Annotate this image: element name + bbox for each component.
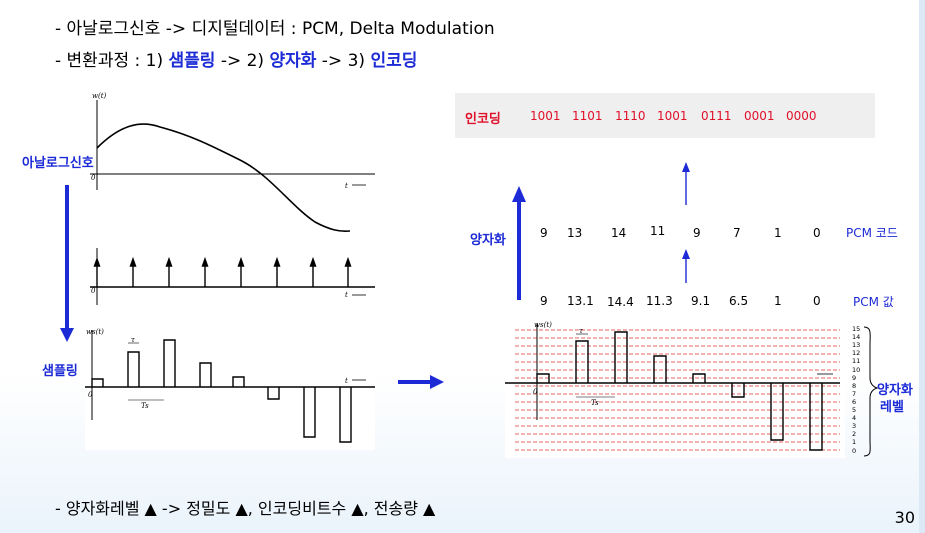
level-tick-label: 15 bbox=[852, 325, 861, 333]
pcm-code: 11 bbox=[650, 224, 666, 238]
pcm-code-label: PCM 코드 bbox=[846, 226, 898, 240]
level-tick-label: 11 bbox=[852, 357, 861, 366]
pcm-value: 9 bbox=[540, 294, 548, 308]
q-tau: τ bbox=[579, 327, 583, 335]
pcm-code: 7 bbox=[733, 226, 741, 240]
encoding-box: 인코딩 1001 1101 1110 1001 0111 0001 0000 bbox=[455, 93, 875, 138]
quant-level-label-2: 레벨 bbox=[880, 400, 904, 415]
analog-signal-label: 아날로그신호 bbox=[22, 156, 94, 171]
quantized-signal-panel bbox=[505, 318, 845, 458]
quant-level-label-1: 양자화 bbox=[877, 383, 913, 398]
level-tick-label: 12 bbox=[852, 349, 861, 358]
q-ylabel: ws(t) bbox=[534, 321, 552, 329]
encoding-code: 1101 bbox=[572, 109, 603, 123]
level-tick-label: 6 bbox=[852, 397, 857, 406]
level-tick-label: 1 bbox=[852, 438, 857, 447]
top-origin: 0 bbox=[91, 174, 96, 182]
header-line-1: - 아날로그신호 -> 디지털데이터 : PCM, Delta Modulati… bbox=[55, 19, 495, 39]
pcm-value-label: PCM 값 bbox=[853, 295, 894, 309]
top-ylabel: w(t) bbox=[92, 92, 107, 100]
bot-tau: τ bbox=[131, 336, 135, 344]
bot-xlabel: t bbox=[345, 377, 348, 385]
level-tick-label: 7 bbox=[852, 389, 857, 398]
pcm-code: 9 bbox=[540, 226, 548, 240]
encoding-code: 0001 bbox=[744, 109, 775, 123]
mid-origin: 0 bbox=[91, 287, 96, 295]
pcm-value: 11.3 bbox=[646, 294, 673, 308]
top-xlabel: t bbox=[345, 182, 348, 190]
level-tick-label: 9 bbox=[852, 373, 857, 382]
pcm-code: 1 bbox=[774, 226, 782, 240]
quantization-level-lines bbox=[515, 329, 840, 451]
level-tick-label: 0 bbox=[852, 446, 857, 455]
pcm-value: 13.1 bbox=[567, 294, 594, 308]
level-tick-label: 2 bbox=[852, 430, 857, 439]
bot-origin: 0 bbox=[88, 391, 93, 399]
level-tick-label: 10 bbox=[852, 365, 861, 374]
page-number: 30 bbox=[894, 508, 915, 527]
sampling-label: 샘플링 bbox=[42, 364, 78, 379]
analog-waveform bbox=[96, 123, 351, 233]
pcm-value: 1 bbox=[774, 294, 782, 308]
level-tick-label: 5 bbox=[852, 406, 857, 414]
level-tick-label: 3 bbox=[852, 422, 857, 431]
pcm-code: 14 bbox=[611, 226, 627, 240]
pcm-value: 14.4 bbox=[607, 295, 634, 309]
bot-ylabel: ws(t) bbox=[86, 328, 104, 336]
encoding-code: 1001 bbox=[657, 109, 688, 123]
mid-xlabel: t bbox=[345, 291, 348, 299]
level-tick-label: 14 bbox=[852, 333, 861, 342]
pcm-code: 0 bbox=[813, 226, 821, 240]
arrow-text-a: -> 2) bbox=[215, 51, 270, 71]
level-brace bbox=[863, 326, 879, 457]
header-line-2: - 변환과정 : 1) 샘플링 -> 2) 양자화 -> 3) 인코딩 bbox=[55, 46, 417, 71]
level-tick-label: 8 bbox=[852, 381, 857, 390]
quantization-label: 양자화 bbox=[470, 233, 506, 248]
quantized-pulses bbox=[536, 331, 823, 451]
pcm-value: 6.5 bbox=[729, 294, 749, 308]
encoding-label: 인코딩 bbox=[465, 112, 501, 127]
step-quantization: 양자화 bbox=[269, 51, 317, 71]
pcm-value: 0 bbox=[813, 294, 821, 308]
step-encoding: 인코딩 bbox=[370, 51, 418, 71]
arrow-text-b: -> 3) bbox=[316, 51, 371, 71]
pam-pulses bbox=[91, 339, 352, 443]
level-tick-label: 4 bbox=[852, 414, 857, 423]
pcm-code: 13 bbox=[567, 226, 583, 240]
level-tick-label: 13 bbox=[852, 341, 861, 350]
encoding-code: 0111 bbox=[701, 109, 732, 123]
pcm-code: 9 bbox=[693, 226, 701, 240]
impulse-train bbox=[93, 256, 352, 287]
step-sampling: 샘플링 bbox=[168, 51, 216, 71]
q-ts: Ts bbox=[591, 399, 599, 407]
bot-ts: Ts bbox=[141, 402, 149, 410]
encoding-code: 1110 bbox=[615, 109, 646, 123]
pcm-value: 9.1 bbox=[691, 294, 711, 308]
encoding-code: 0000 bbox=[786, 109, 817, 123]
slide-edge-bar bbox=[919, 0, 925, 533]
q-origin: 0 bbox=[533, 388, 538, 396]
footer-note: - 양자화레벨 ▲ -> 정밀도 ▲, 인코딩비트수 ▲, 전송량 ▲ bbox=[55, 499, 436, 518]
sampled-signal-panel bbox=[85, 322, 375, 450]
process-prefix: - 변환과정 : 1) bbox=[55, 51, 169, 71]
encoding-code: 1001 bbox=[530, 109, 561, 123]
